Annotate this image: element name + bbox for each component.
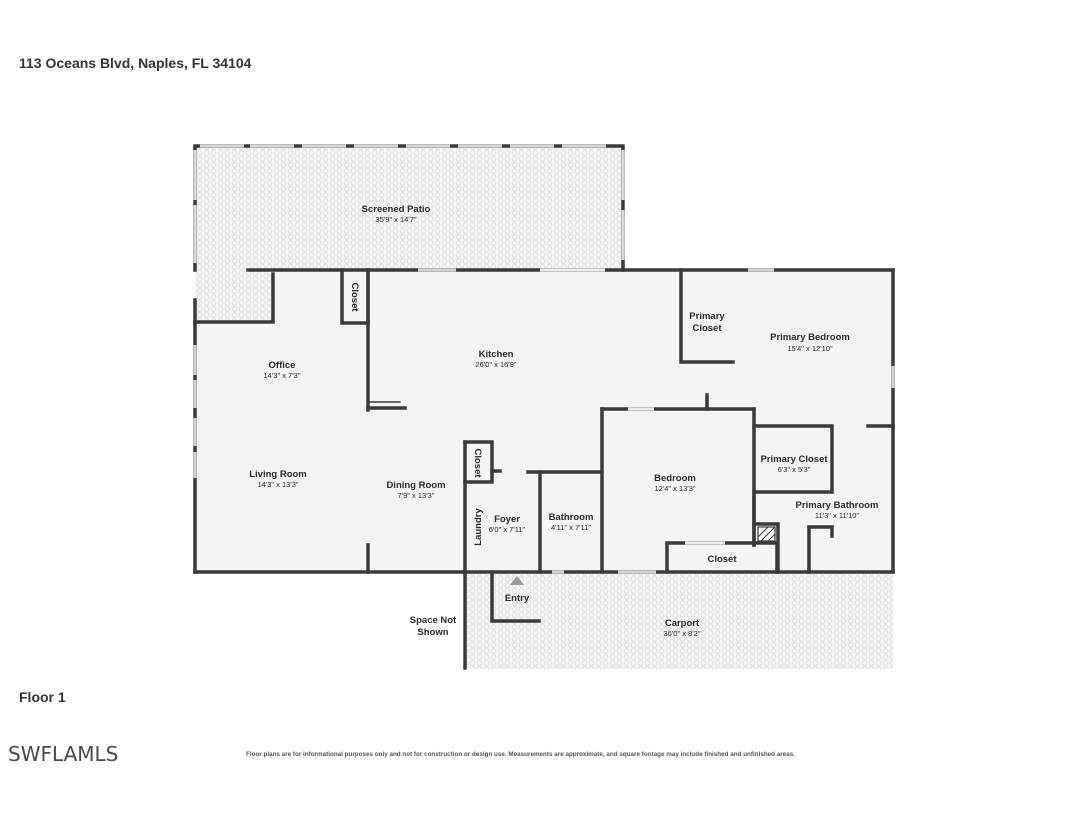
label-primary-bathroom: Primary Bathroom <box>796 500 879 511</box>
label-foyer: Foyer <box>494 514 520 525</box>
label-bedroom: Bedroom <box>654 473 696 484</box>
label-kitchen: Kitchen <box>479 349 514 360</box>
windows <box>193 268 895 574</box>
label-closet-mid: Closet <box>472 448 483 478</box>
dim-office: 14'3" x 7'3" <box>264 371 301 380</box>
shaft-hatch <box>757 526 776 542</box>
label-space-not-shown-1: Space Not <box>410 615 457 626</box>
dim-bedroom: 12'4" x 13'3" <box>654 484 695 493</box>
floor-label: Floor 1 <box>19 689 66 705</box>
label-screened-patio: Screened Patio <box>362 204 431 215</box>
mls-logo: SWFLAMLS <box>8 742 119 766</box>
dim-dining-room: 7'9" x 13'3" <box>398 491 435 500</box>
dim-primary-bedroom: 15'4" x 12'10" <box>787 344 833 353</box>
patio-screens <box>193 144 625 263</box>
dim-screened-patio: 35'9" x 14'7" <box>375 215 416 224</box>
label-office: Office <box>269 360 296 371</box>
dim-kitchen: 26'0" x 16'9" <box>475 360 516 369</box>
label-primary-closet-top-1: Primary <box>689 311 725 322</box>
label-dining-room: Dining Room <box>386 480 445 491</box>
dim-foyer: 6'0" x 7'11" <box>489 525 526 534</box>
disclaimer-text: Floor plans are for informational purpos… <box>246 751 795 758</box>
dim-primary-closet-2: 6'3" x 5'3" <box>778 465 811 474</box>
dim-primary-bathroom: 11'3" x 11'10" <box>815 511 860 520</box>
dim-bathroom: 4'11" x 7'11" <box>551 523 591 532</box>
label-carport: Carport <box>665 618 700 629</box>
entry-arrow-icon <box>510 576 524 585</box>
label-space-not-shown-2: Shown <box>417 627 448 638</box>
label-living-room: Living Room <box>249 469 307 480</box>
label-closet-upper: Closet <box>349 282 360 312</box>
label-primary-closet-2: Primary Closet <box>760 454 828 465</box>
label-primary-closet-top-2: Closet <box>692 323 722 334</box>
property-address: 113 Oceans Blvd, Naples, FL 34104 <box>19 55 252 71</box>
label-closet-bedroom: Closet <box>707 554 737 565</box>
label-bathroom: Bathroom <box>549 512 594 523</box>
label-primary-bedroom: Primary Bedroom <box>770 332 850 343</box>
patio-corner-area <box>195 268 273 322</box>
label-entry: Entry <box>505 593 530 604</box>
interior-floor <box>195 270 893 571</box>
dim-carport: 36'0" x 8'2" <box>664 629 701 638</box>
screened-patio-area <box>195 146 623 270</box>
dim-living-room: 14'3" x 13'3" <box>257 480 298 489</box>
label-laundry: Laundry <box>473 508 484 546</box>
